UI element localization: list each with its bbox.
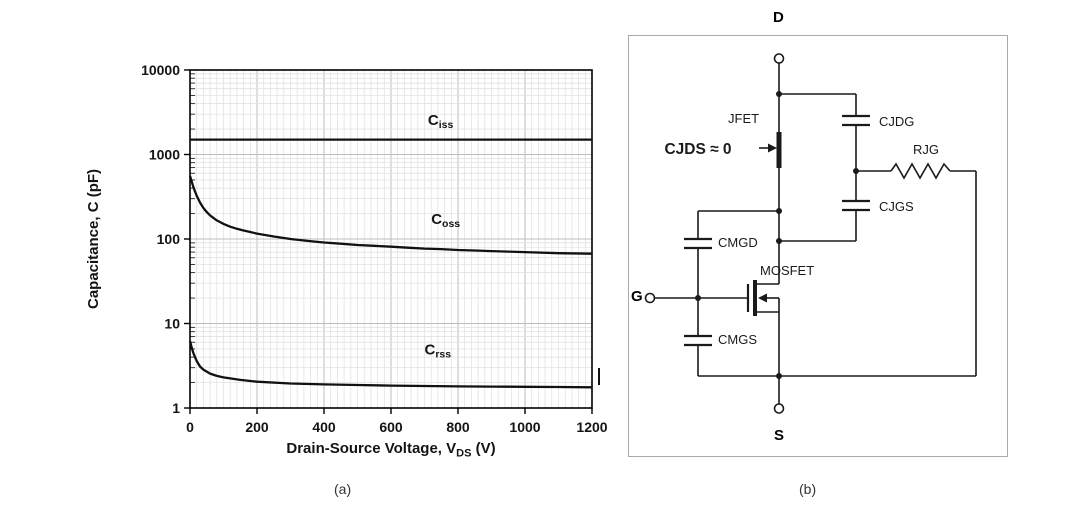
gate-label: G <box>631 288 643 305</box>
x-tick-label: 600 <box>379 419 403 435</box>
curve-label-Crss: Crss <box>425 341 452 360</box>
cjgs-label: CJGS <box>879 199 914 214</box>
y-axis-title: Capacitance, C (pF) <box>85 169 102 309</box>
x-tick-label: 0 <box>186 419 194 435</box>
y-tick-label: 10000 <box>141 62 180 78</box>
curve-Crss <box>188 340 593 389</box>
source-terminal <box>773 403 785 414</box>
gate-terminal <box>644 292 656 304</box>
curve-label-Ciss: Ciss <box>428 112 454 131</box>
circuit-panel: D G S CJDS ≈ 0 JFET CJDG RJG CJGS CMGD M… <box>628 9 1008 457</box>
capacitance-chart: 0 200 400 600 800 1000 1200 1 10 100 1000 10000Ciss… <box>85 62 608 460</box>
mosfet-symbol <box>746 280 779 316</box>
rjg-resistor <box>890 162 951 180</box>
caption-a: (a) <box>334 481 352 497</box>
stray-cursor-mark <box>598 368 600 385</box>
cjgs-capacitor <box>842 199 870 212</box>
mosfet-label: MOSFET <box>760 263 815 278</box>
rjg-label: RJG <box>913 142 939 157</box>
source-label: S <box>774 427 785 444</box>
x-tick-label: 1200 <box>576 419 607 435</box>
curve-label-Coss: Coss <box>431 211 460 230</box>
curve-Coss <box>188 175 593 255</box>
cmgs-label: CMGS <box>718 332 757 347</box>
cmgs-capacitor <box>684 334 712 347</box>
x-tick-label: 1000 <box>509 419 540 435</box>
circuit-schematic <box>644 53 977 414</box>
x-tick-label: 200 <box>245 419 269 435</box>
plot-frame <box>189 69 593 409</box>
cjds-annotation: CJDS ≈ 0 <box>664 141 732 158</box>
caption-b: (b) <box>799 481 817 497</box>
drain-terminal <box>773 53 785 64</box>
drain-label: D <box>773 9 784 26</box>
cjdg-label: CJDG <box>879 114 915 129</box>
y-tick-label: 10 <box>164 316 180 332</box>
chart-axes-ticks: 0 200 400 600 800 1000 1200 1 10 100 1000 10000 <box>141 62 608 435</box>
x-tick-label: 400 <box>312 419 336 435</box>
cmgd-capacitor <box>684 237 712 250</box>
jfet-symbol <box>759 132 782 168</box>
circuit-wires <box>654 63 977 404</box>
x-axis-title: Drain-Source Voltage, VDS (V) <box>286 440 495 460</box>
x-tick-label: 800 <box>446 419 470 435</box>
y-tick-label: 1 <box>172 400 180 416</box>
jfet-label: JFET <box>728 111 760 126</box>
terminal-circles <box>644 53 785 414</box>
cmgd-label: CMGD <box>718 235 758 250</box>
cjdg-capacitor <box>842 114 870 127</box>
y-tick-label: 1000 <box>149 147 180 163</box>
y-tick-label: 100 <box>157 231 181 247</box>
capacitor-plates <box>684 114 870 347</box>
junction-dots <box>695 91 859 379</box>
chart-gridlines <box>190 70 592 408</box>
